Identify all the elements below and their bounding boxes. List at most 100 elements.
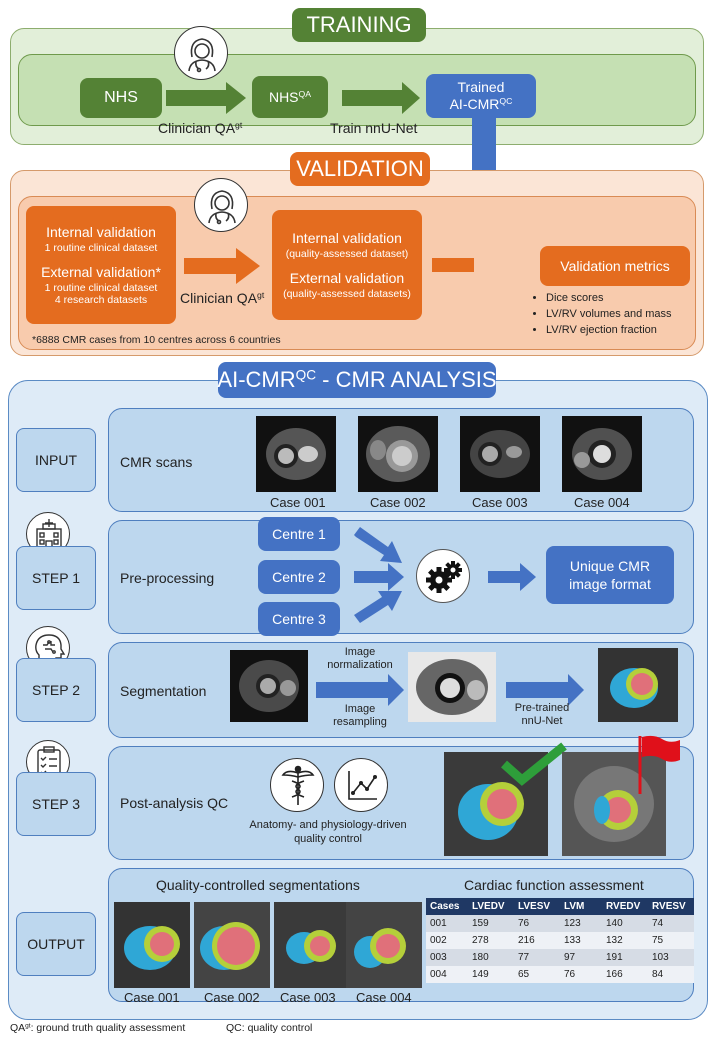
table-cell: 77 xyxy=(514,949,560,966)
table-header: Cases xyxy=(426,898,468,915)
gears-icon xyxy=(416,549,470,603)
scan-case-002 xyxy=(358,416,438,492)
step1-label: STEP 1 xyxy=(32,570,80,586)
legend-qa-label: QA xyxy=(10,1022,26,1034)
output-case-caption: Case 002 xyxy=(204,990,260,1005)
left-external-title: External validation* xyxy=(41,264,161,280)
clinician-qa-text: Clinician QA xyxy=(180,290,258,306)
table-cell: 133 xyxy=(560,932,602,949)
legend-qc: QC: quality control xyxy=(226,1022,313,1034)
centre-3-box: Centre 3 xyxy=(258,602,340,636)
output-label-box: OUTPUT xyxy=(16,912,96,976)
nhs-box: NHS xyxy=(80,78,162,118)
clinician-qa-sup: gt xyxy=(257,290,265,301)
output-label: OUTPUT xyxy=(27,936,85,952)
step2-label: STEP 2 xyxy=(32,682,80,698)
nhs-qa-label: NHS xyxy=(268,89,299,105)
image-resampling-label: Image resampling xyxy=(314,703,406,729)
table-cell: 76 xyxy=(514,915,560,932)
raw-scan-image xyxy=(230,650,308,722)
image-normalization-line2: normalization xyxy=(327,659,393,671)
output-case-caption: Case 003 xyxy=(280,990,336,1005)
quality-assessed-box: Internal validation (quality-assessed da… xyxy=(272,210,422,320)
validation-datasets-box: Internal validation 1 routine clinical d… xyxy=(26,206,176,324)
unique-format-line2: image format xyxy=(569,576,651,592)
table-cell: 001 xyxy=(426,915,468,932)
step1-desc: Pre-processing xyxy=(120,570,215,586)
step3-label-box: STEP 3 xyxy=(16,772,96,836)
line-chart-icon xyxy=(334,758,388,812)
left-internal-title: Internal validation xyxy=(46,224,156,240)
scan-case-001 xyxy=(256,416,336,492)
analysis-title-sup: QC xyxy=(295,367,317,383)
qcs-title: Quality-controlled segmentations xyxy=(156,877,360,893)
case-caption: Case 002 xyxy=(370,495,426,510)
input-desc: CMR scans xyxy=(120,454,193,470)
mid-internal-sub: (quality-assessed dataset) xyxy=(285,248,409,260)
table-cell: 84 xyxy=(648,966,694,983)
output-seg-case-002 xyxy=(194,902,270,988)
step2-label-box: STEP 2 xyxy=(16,658,96,722)
table-cell: 002 xyxy=(426,932,468,949)
table-cell: 132 xyxy=(602,932,648,949)
case-caption: Case 003 xyxy=(472,495,528,510)
analysis-title-rest: - CMR ANALYSIS xyxy=(316,367,497,392)
clinician-qa-training-label: Clinician QAgt xyxy=(158,120,242,136)
image-resampling-line2: resampling xyxy=(333,716,387,728)
step3-desc: Post-analysis QC xyxy=(120,795,229,811)
training-title: TRAINING xyxy=(292,8,426,42)
mid-external-title: External validation xyxy=(289,270,405,286)
scan-case-004 xyxy=(562,416,642,492)
qc-flagged-scan xyxy=(562,752,666,856)
clinician-qa-sup: gt xyxy=(235,120,243,131)
table-cell: 103 xyxy=(648,949,694,966)
step1-label-box: STEP 1 xyxy=(16,546,96,610)
table-header: RVESV xyxy=(648,898,694,915)
unique-format-box: Unique CMR image format xyxy=(546,546,674,604)
table-cell: 97 xyxy=(560,949,602,966)
qc-caption-line2: quality control xyxy=(294,833,362,845)
output-seg-case-004 xyxy=(346,902,422,988)
clinician-qa-text: Clinician QA xyxy=(158,120,236,136)
validation-footnote: *6888 CMR cases from 10 centres across 6… xyxy=(32,334,281,346)
validation-title: VALIDATION xyxy=(290,152,430,186)
validation-metrics-title: Validation metrics xyxy=(560,258,670,274)
table-cell: 159 xyxy=(468,915,514,932)
qc-caption: Anatomy- and physiology-driven quality c… xyxy=(238,818,418,846)
case-caption: Case 004 xyxy=(574,495,630,510)
output-seg-case-001 xyxy=(114,902,190,988)
image-normalization-label: Image normalization xyxy=(314,646,406,672)
mid-internal-title: Internal validation xyxy=(292,230,402,246)
metric-item: Dice scores xyxy=(546,290,672,306)
nhs-qa-sup: QA xyxy=(298,89,312,100)
cfa-title: Cardiac function assessment xyxy=(464,877,644,893)
table-cell: 123 xyxy=(560,915,602,932)
unique-format-line1: Unique CMR xyxy=(569,558,651,574)
output-case-caption: Case 004 xyxy=(356,990,412,1005)
validation-metrics-box: Validation metrics xyxy=(540,246,690,286)
legend-qa-sup: gt xyxy=(25,1022,31,1030)
legend-qa: QAgt: ground truth quality assessment xyxy=(10,1022,185,1034)
table-header: LVEDV xyxy=(468,898,514,915)
table-header: LVM xyxy=(560,898,602,915)
input-label-box: INPUT xyxy=(16,428,96,492)
qc-caption-line1: Anatomy- and physiology-driven xyxy=(249,819,407,831)
step2-desc: Segmentation xyxy=(120,683,207,699)
table-cell: 74 xyxy=(648,915,694,932)
trained-line2: AI-CMR xyxy=(449,96,500,112)
table-header: LVESV xyxy=(514,898,560,915)
red-flag-icon xyxy=(638,735,680,794)
centre-label: Centre 1 xyxy=(272,526,326,542)
table-header: RVEDV xyxy=(602,898,648,915)
clinician-icon xyxy=(194,178,248,232)
validation-arrow xyxy=(184,248,260,284)
metrics-list: Dice scores LV/RV volumes and mass LV/RV… xyxy=(532,290,672,338)
table-cell: 166 xyxy=(602,966,648,983)
table-cell: 149 xyxy=(468,966,514,983)
step3-label: STEP 3 xyxy=(32,796,80,812)
